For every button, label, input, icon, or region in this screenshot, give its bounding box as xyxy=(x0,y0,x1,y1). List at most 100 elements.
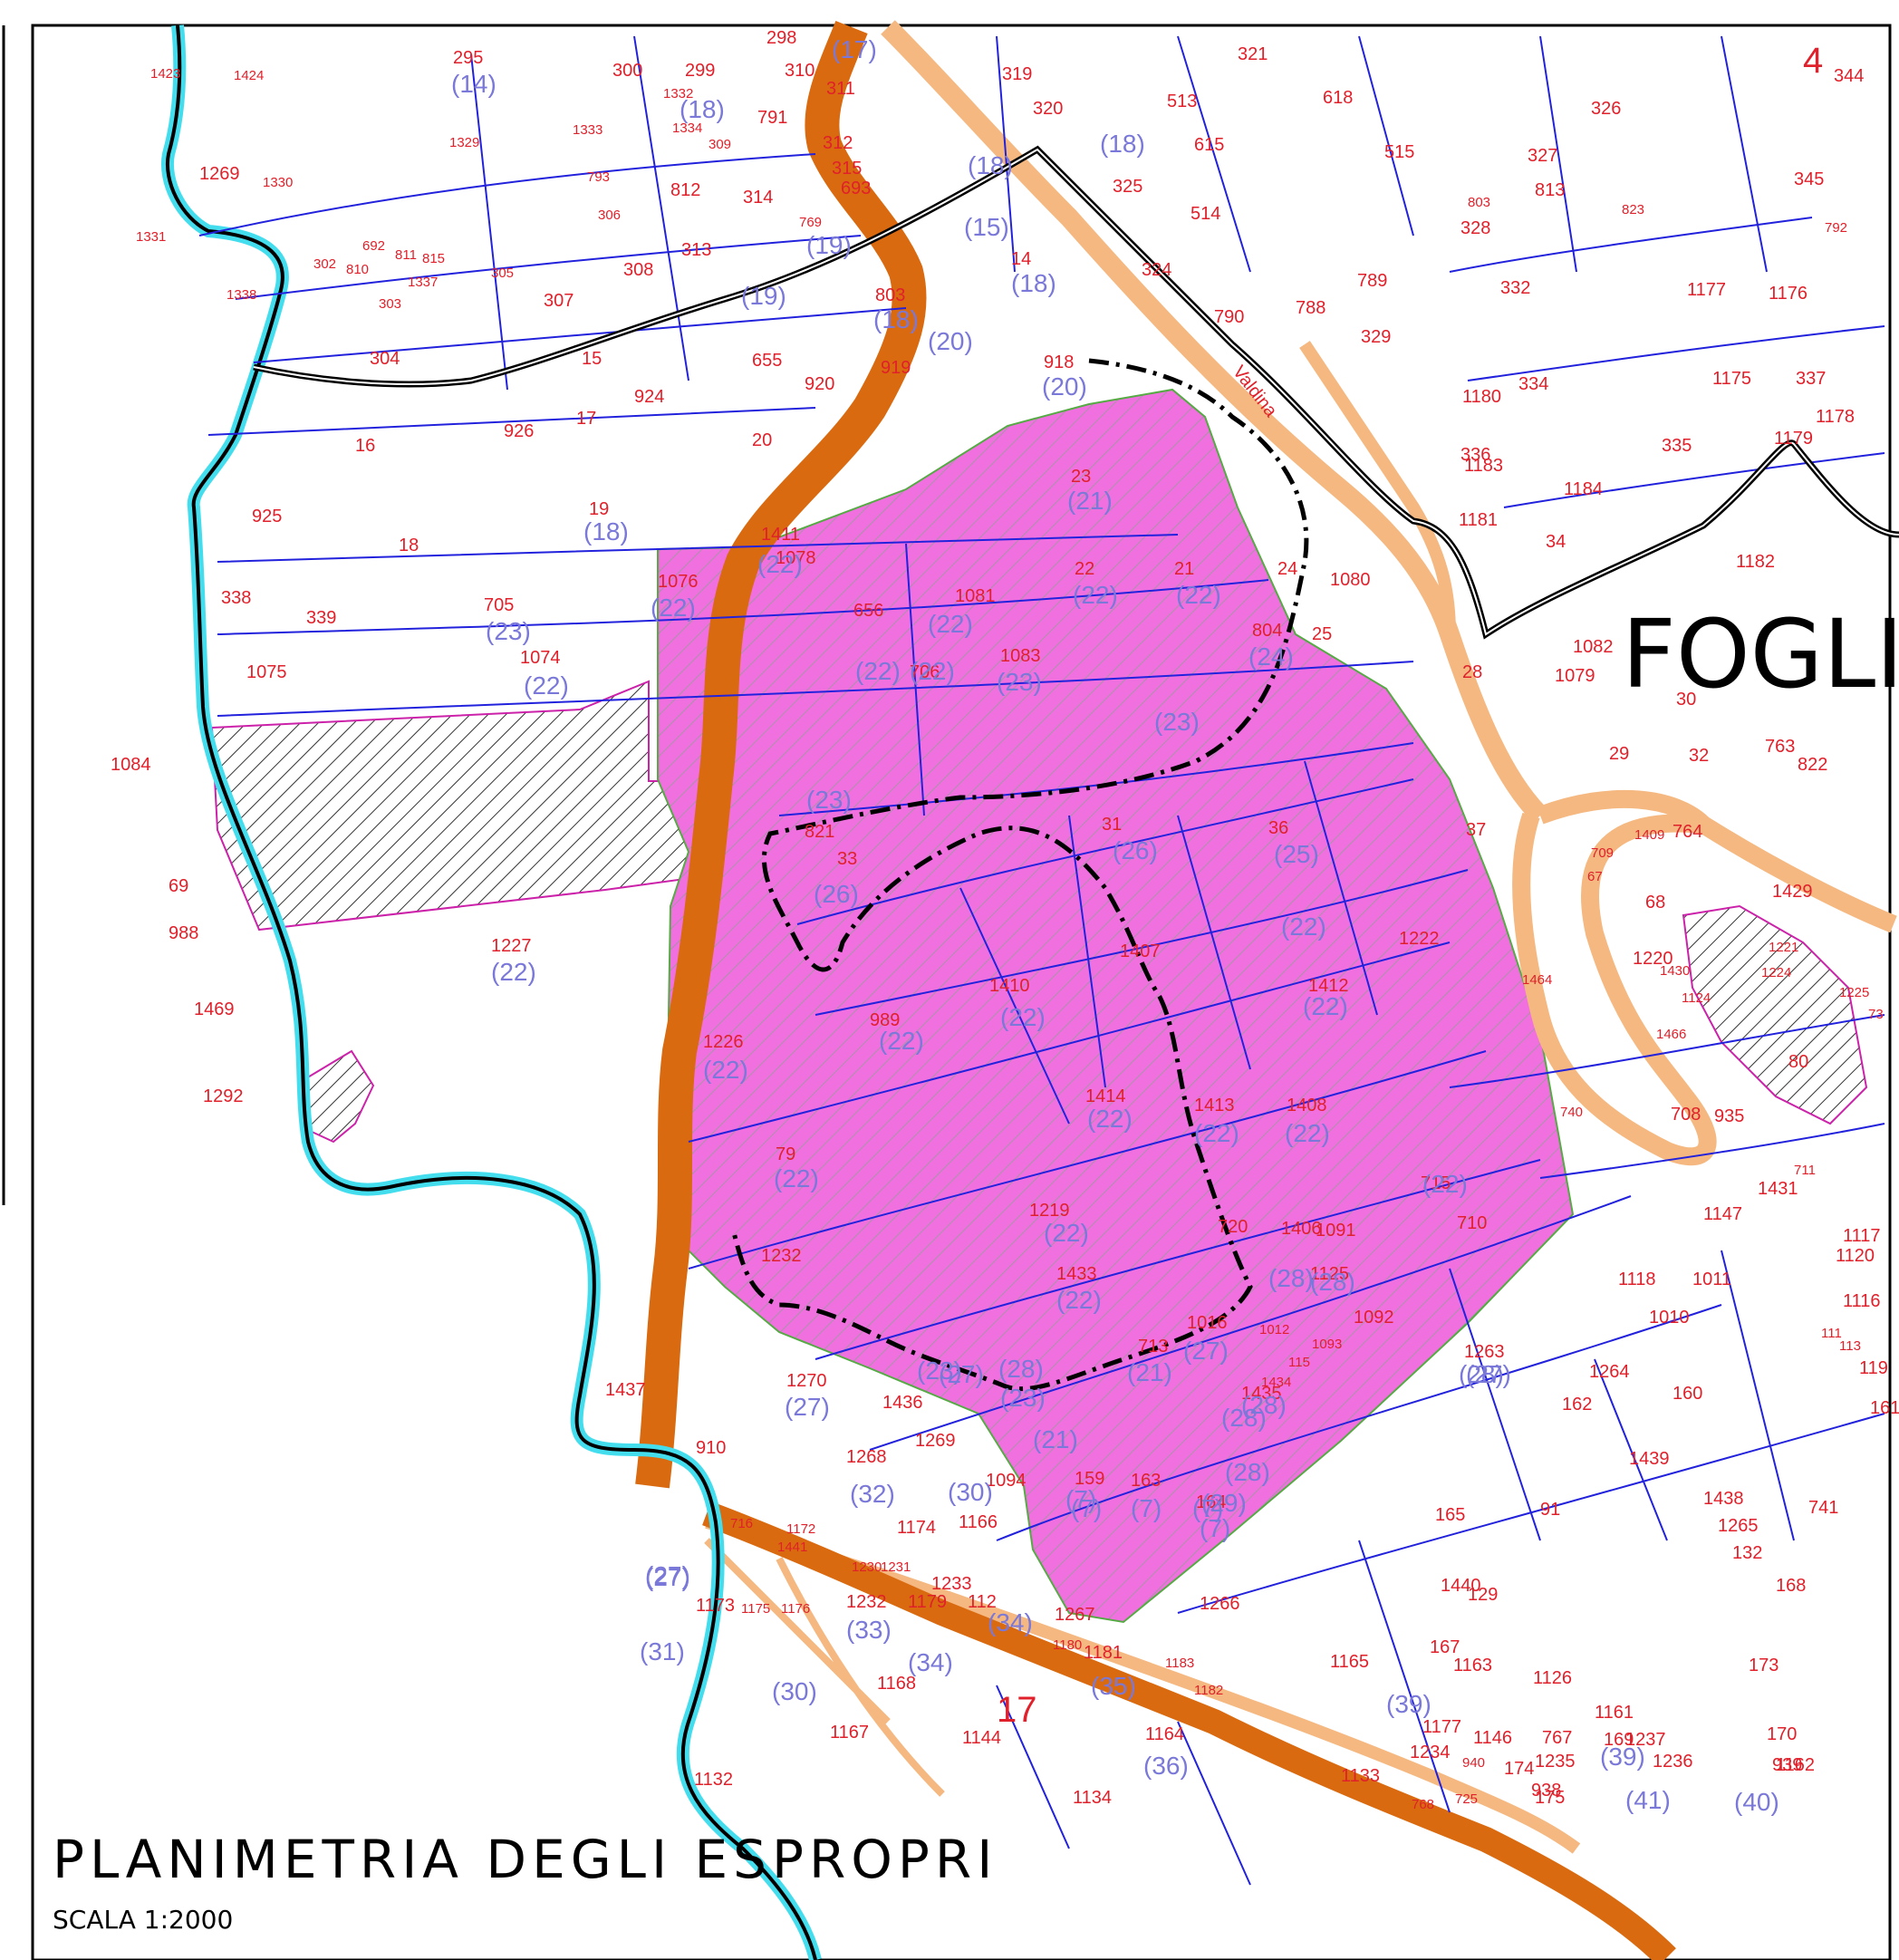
parcel-label: 988 xyxy=(169,923,198,943)
subparcel-label: (7) xyxy=(1065,1485,1096,1513)
parcel-label: 295 xyxy=(453,48,483,68)
subparcel-label: (41) xyxy=(1625,1786,1671,1814)
subparcel-label: (30) xyxy=(948,1478,993,1506)
subparcel-label: (7) xyxy=(1071,1494,1102,1522)
subparcel-label: (27) xyxy=(785,1393,830,1421)
parcel-label: 1270 xyxy=(786,1371,827,1391)
subparcel-label: (22) xyxy=(1422,1170,1468,1198)
parcel-label: 1235 xyxy=(1535,1752,1576,1772)
subparcel-label: (7) xyxy=(1200,1514,1230,1542)
parcel-label: 1179 xyxy=(1774,429,1813,449)
subparcel-label: (39) xyxy=(1386,1690,1431,1718)
parcel-label: 1330 xyxy=(263,175,293,190)
parcel-label: 22 xyxy=(1075,559,1094,579)
parcel-label: 307 xyxy=(544,291,574,311)
parcel-label: 918 xyxy=(1044,352,1074,372)
subparcel-label: (22) xyxy=(703,1056,748,1084)
parcel-label: 769 xyxy=(799,215,822,230)
subparcel-label: (18) xyxy=(1011,269,1056,297)
parcel-label: 1338 xyxy=(227,287,256,303)
parcel-label: 692 xyxy=(362,238,385,254)
parcel-label: 1176 xyxy=(1769,284,1807,304)
subparcel-label: (30) xyxy=(772,1677,817,1705)
subparcel-label: (19) xyxy=(806,231,852,259)
parcel-label: 68 xyxy=(1645,893,1665,912)
parcel-label: 162 xyxy=(1562,1395,1592,1414)
subparcel-label: (22) xyxy=(491,958,536,986)
parcel-label: 709 xyxy=(1591,845,1614,861)
parcel-label: 338 xyxy=(221,588,251,608)
secondary-road-1330 xyxy=(1299,341,1456,635)
parcel-label: 167 xyxy=(1430,1637,1460,1657)
subparcel-label: (27) xyxy=(939,1360,984,1388)
parcel-label: 169 xyxy=(1604,1730,1634,1750)
parcel-label: 335 xyxy=(1662,436,1692,456)
parcel-label: 19 xyxy=(589,499,609,519)
parcel-label: 1125 xyxy=(1310,1264,1349,1284)
parcel-label: 715 xyxy=(1421,1173,1451,1193)
subparcel-label: (22) xyxy=(1303,992,1348,1020)
parcel-label: 1226 xyxy=(703,1032,744,1052)
parcel-label: 1126 xyxy=(1533,1668,1572,1688)
parcel-label: 305 xyxy=(491,266,514,281)
map-frame xyxy=(31,24,1892,1960)
main-road-south xyxy=(702,1501,1676,1960)
subparcel-label: (23) xyxy=(1000,1384,1046,1412)
parcel-label: 303 xyxy=(379,296,401,312)
parcel-label: 327 xyxy=(1528,146,1557,166)
subparcel-label: (18) xyxy=(1100,130,1145,158)
subparcel-label: (26) xyxy=(814,880,859,908)
parcel-label: 1091 xyxy=(1316,1221,1356,1241)
parcel-label: 29 xyxy=(1609,744,1629,764)
parcel-label: 1075 xyxy=(246,662,287,682)
parcel-label: 939 xyxy=(1772,1755,1802,1775)
plan-scale: SCALA 1:2000 xyxy=(53,1905,234,1935)
parcel-label: 324 xyxy=(1142,260,1171,280)
parcel-label: 790 xyxy=(1214,307,1244,327)
subparcel-label: (22) xyxy=(855,657,901,685)
parcel-label: 1269 xyxy=(199,164,240,184)
parcel-label: 67 xyxy=(1587,869,1603,884)
parcel-label: 328 xyxy=(1460,218,1490,238)
parcel-label: 1173 xyxy=(696,1596,735,1616)
parcel-label: 940 xyxy=(1462,1755,1485,1771)
parcel-label: 1011 xyxy=(1692,1270,1731,1289)
parcel-label: 1076 xyxy=(658,572,699,592)
parcel-label: 1429 xyxy=(1772,882,1813,902)
hatched-building-1406 xyxy=(304,1049,375,1144)
subparcel-label: (23) xyxy=(917,1357,962,1385)
parcel-label: 1268 xyxy=(846,1447,887,1467)
parcel-label: 119 xyxy=(1859,1358,1888,1378)
parcel-label: 1177 xyxy=(1687,280,1726,300)
parcel-label: 656 xyxy=(853,601,883,621)
parcel-label: 1132 xyxy=(694,1770,733,1790)
parcel-label: 1181 xyxy=(1084,1643,1123,1663)
parcel-label: 813 xyxy=(1535,180,1565,200)
parcel-label: 329 xyxy=(1361,327,1391,347)
parcel-label: 1407 xyxy=(1120,941,1161,961)
parcel-label: 935 xyxy=(1714,1106,1744,1126)
parcel-label: 1224 xyxy=(1761,965,1791,980)
parcel-label: 823 xyxy=(1622,202,1644,217)
parcel-label: 1433 xyxy=(1056,1264,1097,1284)
subparcel-label: (27) xyxy=(645,1561,690,1589)
parcel-label: 716 xyxy=(730,1516,753,1531)
parcel-label: 69 xyxy=(169,876,188,896)
parcel-label: 336 xyxy=(1460,445,1490,465)
parcel-label: 1010 xyxy=(1649,1308,1690,1328)
parcel-label: 1081 xyxy=(955,586,996,606)
subparcel-label: (7) xyxy=(1192,1494,1223,1522)
parcel-label: 326 xyxy=(1591,99,1621,119)
parcel-label: 15 xyxy=(582,349,602,369)
parcel-label: 1263 xyxy=(1464,1342,1505,1362)
parcel-label: 655 xyxy=(752,351,782,371)
parcel-label: 21 xyxy=(1174,559,1194,579)
parcel-label: 1179 xyxy=(908,1592,947,1612)
subparcel-label: (22) xyxy=(1073,581,1118,609)
parcel-label: 1234 xyxy=(1410,1743,1451,1762)
parcel-label: 1092 xyxy=(1354,1308,1394,1328)
parcel-label: 821 xyxy=(805,822,834,842)
parcel-label: 304 xyxy=(370,349,400,369)
parcel-label: 25 xyxy=(1312,624,1332,644)
parcel-label: 14 xyxy=(1011,249,1031,269)
